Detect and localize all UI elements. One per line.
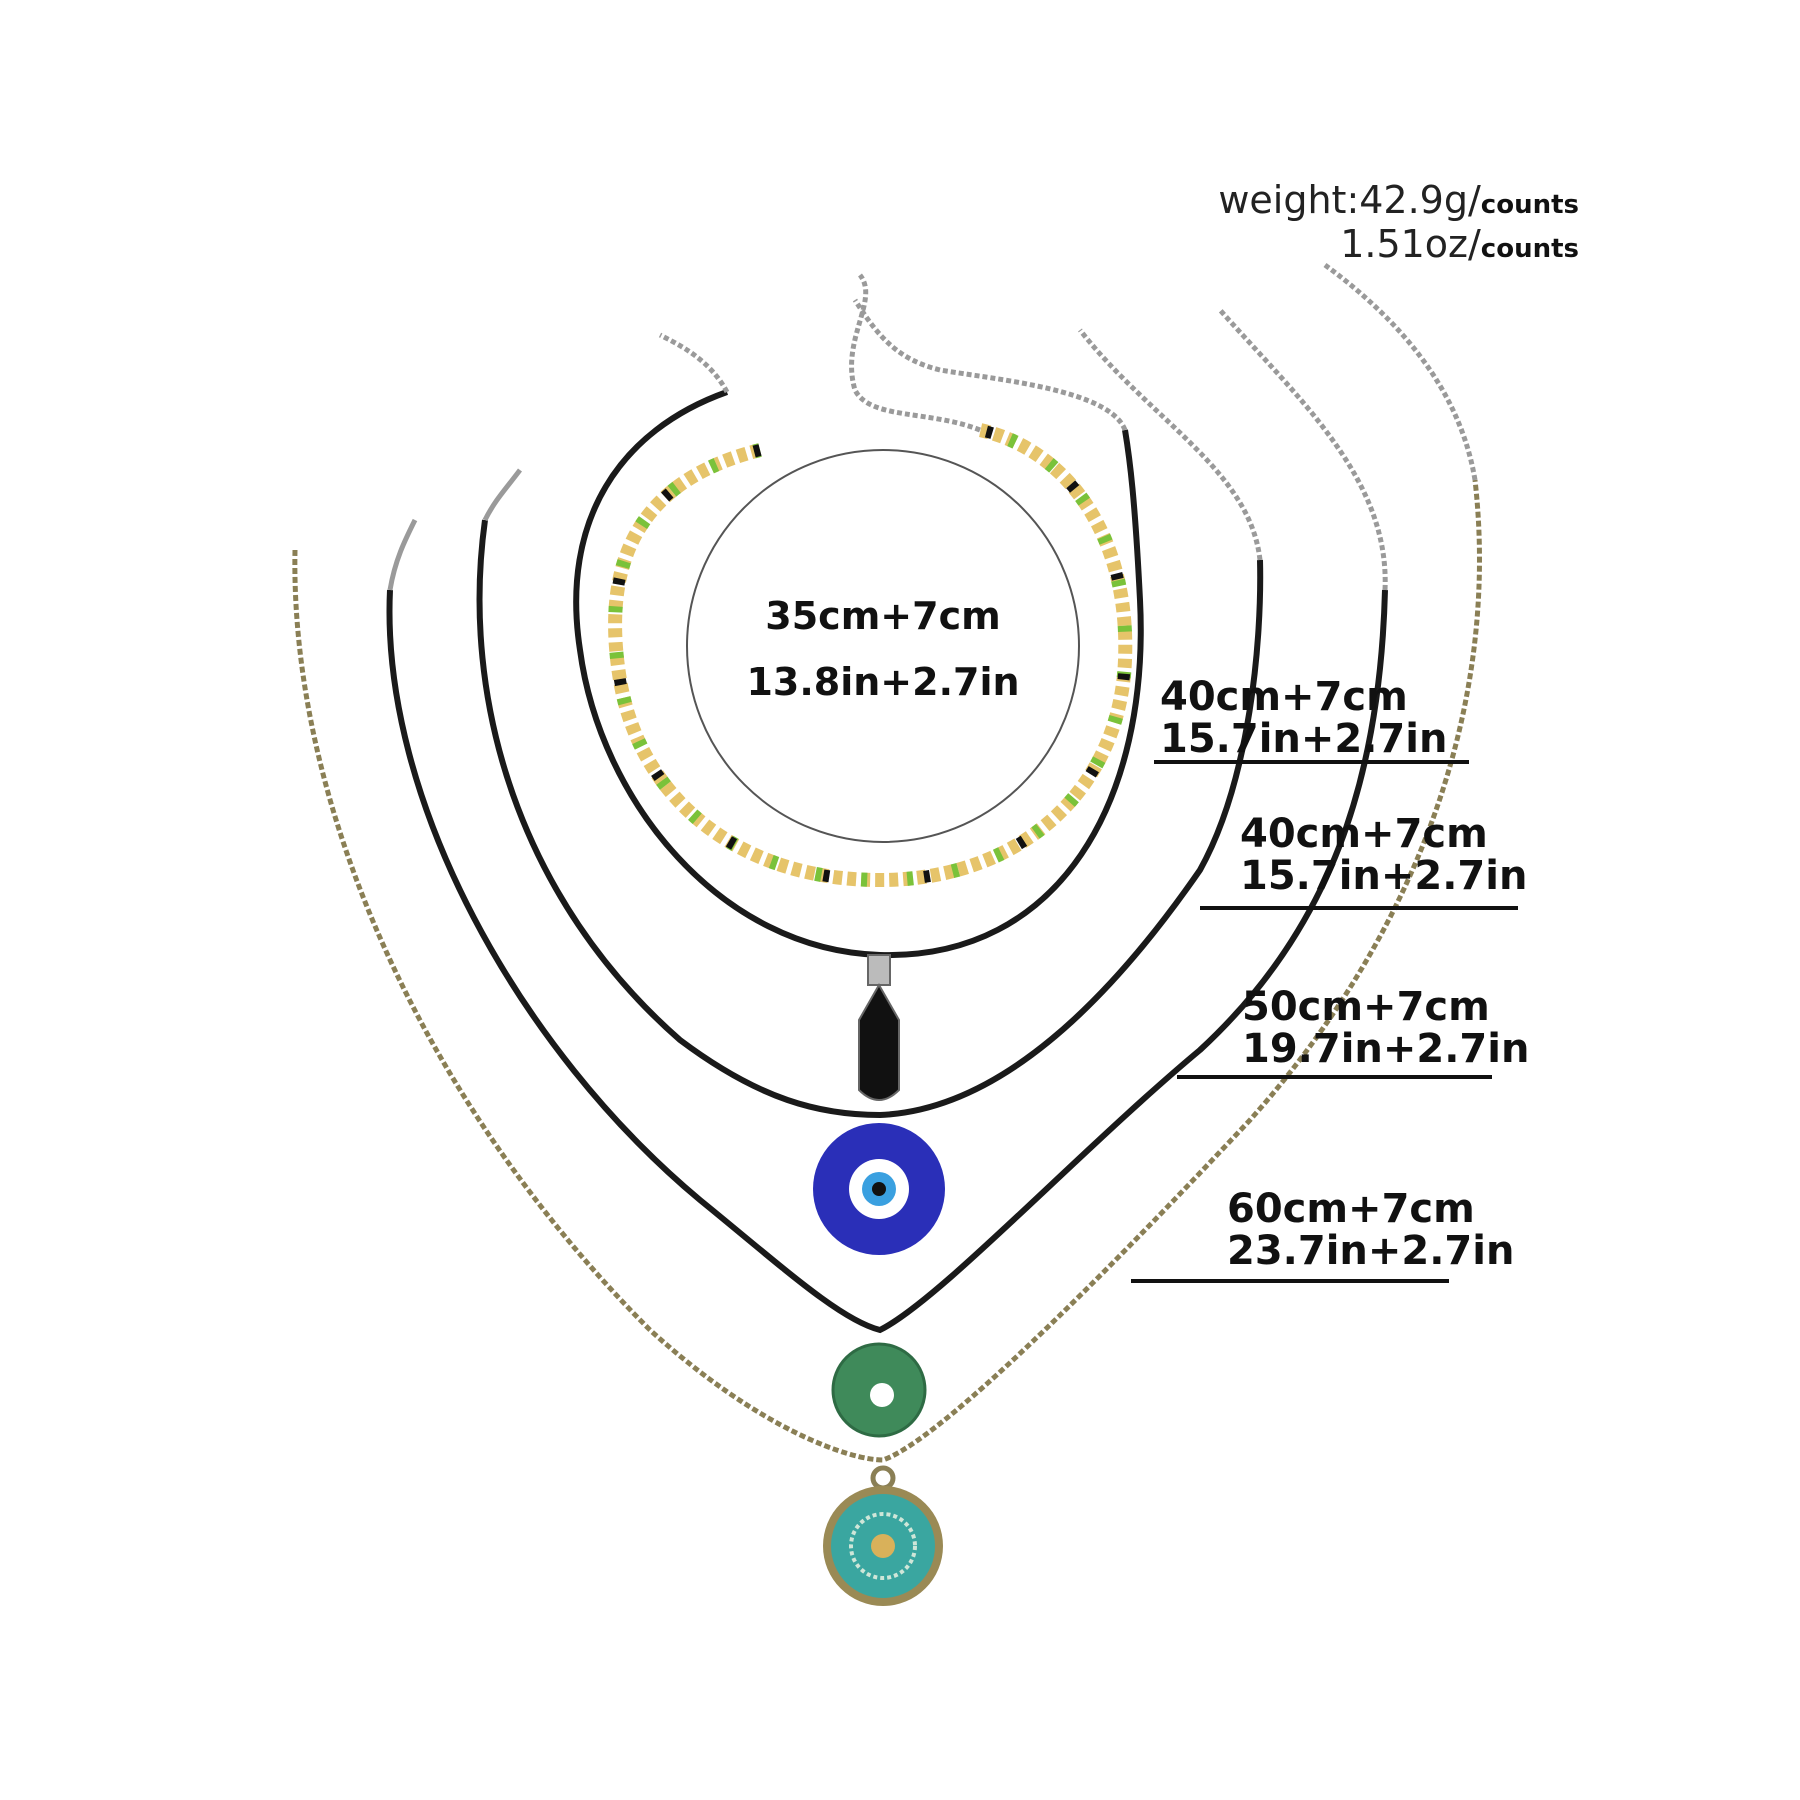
weight-unit: counts — [1480, 190, 1579, 220]
weight-ounces: 1.51oz/counts — [1340, 222, 1579, 266]
jade-extension-chain — [1218, 308, 1388, 591]
evil-eye-cord-clasp-left — [482, 468, 522, 522]
necklace-3-divider — [1200, 906, 1518, 910]
necklace-4-length-cm: 50cm+7cm — [1242, 984, 1490, 1030]
necklace-2-length-cm: 40cm+7cm — [1160, 674, 1408, 720]
beaded-choker-black — [609, 424, 1132, 887]
necklace-5-length-in: 23.7in+2.7in — [1227, 1228, 1515, 1274]
mandala-ring — [849, 1512, 917, 1580]
choker-extension-chain — [849, 273, 981, 433]
necklace-5-length-cm: 60cm+7cm — [1227, 1186, 1475, 1232]
weight-ounces-value: 1.51oz/ — [1340, 222, 1481, 266]
jade-cord — [386, 589, 1388, 1334]
size-circle — [686, 449, 1080, 843]
crystal-bail — [867, 954, 891, 986]
evil-eye-pupil — [872, 1182, 886, 1196]
evil-eye-extension-chain — [1078, 328, 1263, 561]
beaded-choker — [608, 423, 1133, 888]
mandala-extension-chain — [1323, 262, 1478, 481]
crystal-extension-chain-left — [658, 332, 730, 394]
necklace-2-divider — [1154, 760, 1469, 764]
necklace-4-length-in: 19.7in+2.7in — [1242, 1026, 1530, 1072]
necklace-3-length-cm: 40cm+7cm — [1240, 811, 1488, 857]
crystal-cord — [573, 389, 1144, 959]
jade-donut-hole — [870, 1383, 894, 1407]
necklace-3-length-in: 15.7in+2.7in — [1240, 853, 1528, 899]
necklace-5-divider — [1131, 1279, 1449, 1283]
jade-cord-clasp-left — [387, 518, 418, 591]
mandala-center — [871, 1534, 895, 1558]
beaded-choker-accents — [608, 423, 1133, 888]
crystal-extension-chain — [852, 298, 1128, 432]
choker-length-in: 13.8in+2.7in — [746, 660, 1020, 704]
crystal-pendant — [858, 982, 900, 1101]
weight-grams: weight:42.9g/counts — [1218, 178, 1579, 222]
mandala-pendant-bail — [870, 1465, 896, 1491]
choker-length-cm: 35cm+7cm — [765, 594, 1001, 638]
mandala-chain — [292, 479, 1482, 1463]
necklace-2-length-in: 15.7in+2.7in — [1160, 716, 1448, 762]
weight-unit: counts — [1480, 234, 1579, 264]
necklace-4-divider — [1177, 1075, 1492, 1079]
evil-eye-cord — [476, 519, 1264, 1119]
weight-grams-value: weight:42.9g/ — [1218, 178, 1481, 222]
